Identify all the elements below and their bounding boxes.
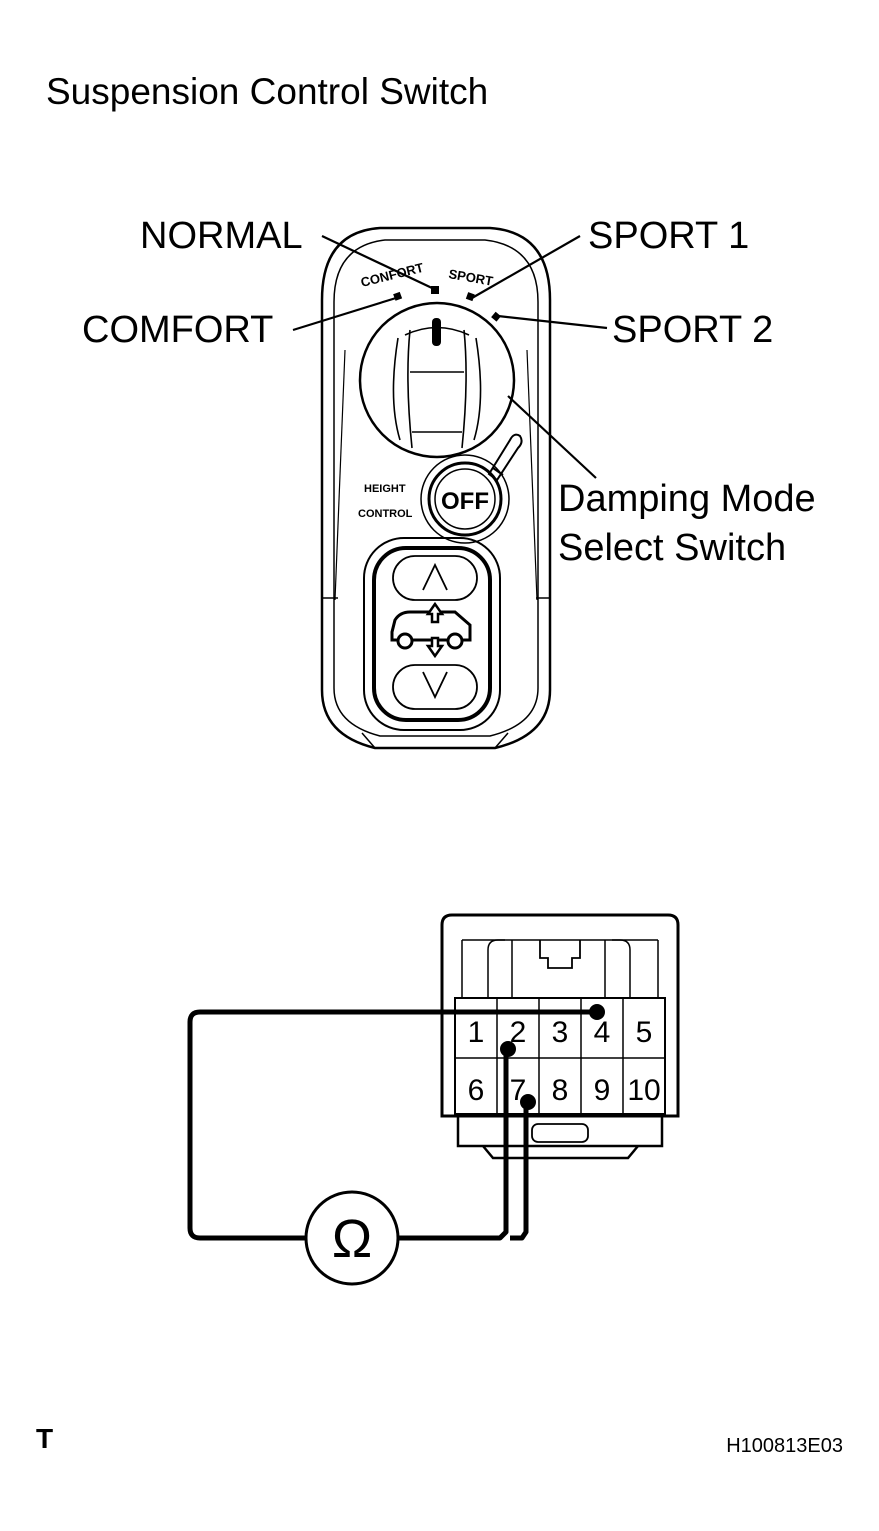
figure-code: H100813E03 <box>726 1435 843 1457</box>
corner-mark: T <box>36 1423 53 1454</box>
callout-damping-line1: Damping Mode <box>558 478 816 520</box>
vehicle-height-icon <box>390 601 472 659</box>
pin-label: 9 <box>594 1074 611 1107</box>
callout-damping-line2: Select Switch <box>558 527 786 569</box>
pin-label: 1 <box>468 1016 485 1049</box>
leader-sport2 <box>497 314 608 330</box>
pin-label: 10 <box>627 1074 660 1107</box>
test-leads <box>187 1009 597 1241</box>
leader-damping <box>507 395 597 479</box>
arc-label-sport: SPORT <box>447 266 494 289</box>
connector-pins: 1 2 3 4 5 6 7 8 9 10 <box>468 1016 661 1107</box>
height-label-line2: CONTROL <box>358 508 413 520</box>
height-label-line1: HEIGHT <box>364 483 406 495</box>
marker-sport2 <box>491 311 501 322</box>
suspension-switch <box>320 226 552 750</box>
switch-outer-body <box>320 226 552 750</box>
pin-label: 3 <box>552 1016 569 1049</box>
arc-label-comfort: CONFORT <box>359 260 425 290</box>
leader-comfort <box>292 296 397 332</box>
pin-label: 2 <box>510 1016 527 1049</box>
damping-mode-dial[interactable] <box>358 301 516 459</box>
pin-label: 4 <box>594 1016 611 1049</box>
probe-point-pin4 <box>589 1004 605 1020</box>
height-down-button[interactable] <box>392 664 478 710</box>
callout-comfort: COMFORT <box>82 309 273 351</box>
height-rocker-switch <box>363 537 501 731</box>
height-up-button[interactable] <box>392 555 478 601</box>
probe-point-pin2 <box>500 1041 516 1057</box>
ohmmeter: Ω <box>304 1190 400 1286</box>
pin-label: 5 <box>636 1016 653 1049</box>
off-button-label: OFF <box>441 488 489 515</box>
leader-sport1 <box>471 235 581 299</box>
connector-housing <box>440 913 680 1160</box>
callout-sport1: SPORT 1 <box>588 215 749 257</box>
page-title: Suspension Control Switch <box>46 71 488 112</box>
body-crease <box>334 349 346 601</box>
marker-normal <box>431 286 439 294</box>
connector-pin-grid <box>455 998 665 1114</box>
height-control-off-button[interactable]: OFF <box>420 454 510 544</box>
body-seam <box>494 732 509 749</box>
callout-normal: NORMAL <box>140 215 303 257</box>
adjust-icon <box>487 433 523 482</box>
dial-pointer <box>432 318 441 346</box>
pin-label: 8 <box>552 1074 569 1107</box>
callout-sport2: SPORT 2 <box>612 309 773 351</box>
probe-point-pin7 <box>520 1094 536 1110</box>
body-seam <box>361 732 376 749</box>
leader-normal <box>321 235 433 289</box>
ohm-symbol-icon: Ω <box>332 1209 372 1269</box>
pin-label: 6 <box>468 1074 485 1107</box>
body-crease <box>526 349 538 601</box>
